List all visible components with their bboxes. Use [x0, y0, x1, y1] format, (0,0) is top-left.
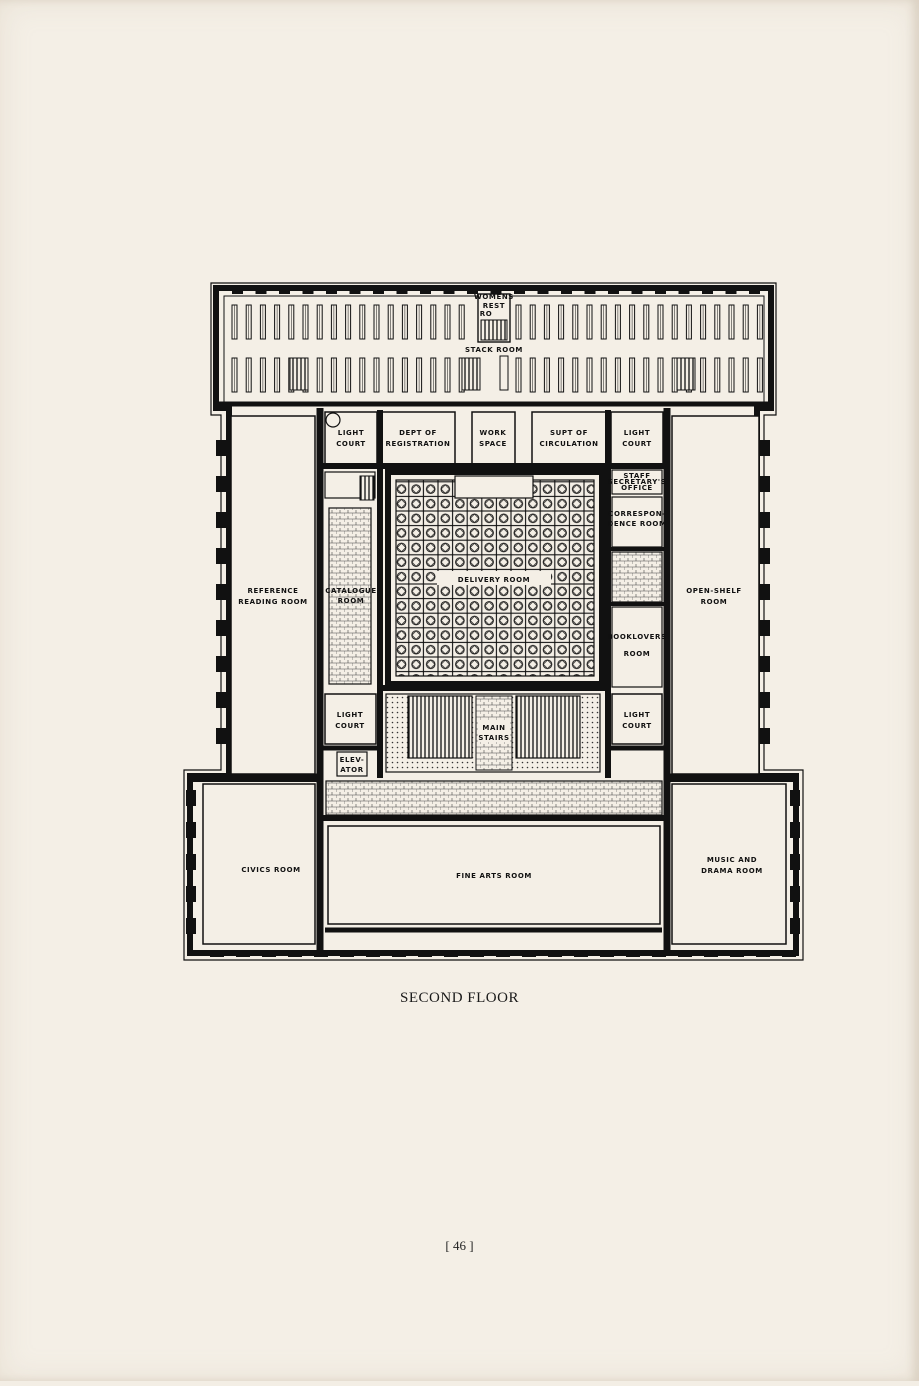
open-shelf-label-1: OPEN-SHELF: [686, 587, 742, 595]
plan-caption: SECOND FLOOR: [400, 990, 519, 1006]
light-court-label-4b: COURT: [622, 722, 652, 730]
supt-circulation-label-2: CIRCULATION: [539, 440, 598, 448]
catalogue-label-2: ROOM: [338, 597, 365, 605]
side-rooms: [229, 408, 760, 779]
staff-secretary-label-3: OFFICE: [621, 484, 653, 492]
stack-room-label: STACK ROOM: [465, 346, 523, 354]
reference-label-1: REFERENCE: [247, 587, 298, 595]
main-stairs-label-1: MAIN: [482, 724, 505, 732]
light-court-label-2b: COURT: [622, 440, 652, 448]
stack-room: [223, 293, 765, 403]
womens-rest-label-1: WOMENS: [474, 293, 514, 301]
elevator-label-1: ELEV-: [340, 756, 365, 764]
delivery-room-label: DELIVERY ROOM: [458, 576, 530, 584]
catalogue-label-1: CATALOGUE: [325, 587, 376, 595]
top-office-row: [320, 410, 667, 690]
page-number: [ 46 ]: [445, 1238, 474, 1253]
music-drama-label-2: DRAMA ROOM: [701, 867, 763, 875]
light-court-label-2a: LIGHT: [624, 429, 650, 437]
reference-label-2: READING ROOM: [238, 598, 308, 606]
work-space-label-1: WORK: [480, 429, 507, 437]
civics-room-label: CIVICS ROOM: [241, 866, 300, 874]
booklovers-label-1: BOOKLOVERS: [607, 633, 666, 641]
womens-rest-label-3: RO: [480, 310, 493, 318]
correspondence-label-2: DENCE ROOM: [607, 520, 666, 528]
light-court-label-3a: LIGHT: [337, 711, 363, 719]
supt-circulation-label-1: SUPT OF: [550, 429, 588, 437]
staff-secretary-label-1: STAFF: [623, 472, 650, 480]
womens-rest-label-2: REST: [483, 302, 505, 310]
staff-secretary-label-2: SECRETARY'S: [608, 478, 667, 486]
right-office-column: [608, 469, 667, 688]
elevator-label-2: ATOR: [340, 766, 363, 774]
catalogue-area: [324, 471, 376, 685]
dept-registration-label-2: REGISTRATION: [386, 440, 451, 448]
bottom-rooms: [190, 778, 796, 953]
work-space-label-2: SPACE: [479, 440, 507, 448]
light-court-label-3b: COURT: [335, 722, 365, 730]
open-shelf-label-2: ROOM: [701, 598, 728, 606]
main-stairs-label-2: STAIRS: [478, 734, 509, 742]
wall-piers: [186, 286, 800, 957]
room-labels: WOMENS REST RO STACK ROOM LIGHT COURT DE…: [238, 293, 763, 880]
light-court-label-1a: LIGHT: [338, 429, 364, 437]
booklovers-label-2: ROOM: [624, 650, 651, 658]
light-court-label-4a: LIGHT: [624, 711, 650, 719]
fine-arts-room-label: FINE ARTS ROOM: [456, 872, 532, 880]
dept-registration-label-1: DEPT OF: [399, 429, 437, 437]
music-drama-label-1: MUSIC AND: [707, 856, 757, 864]
corridor: [320, 780, 667, 821]
light-court-label-1b: COURT: [336, 440, 366, 448]
correspondence-label-1: CORRESPON-: [608, 510, 666, 518]
